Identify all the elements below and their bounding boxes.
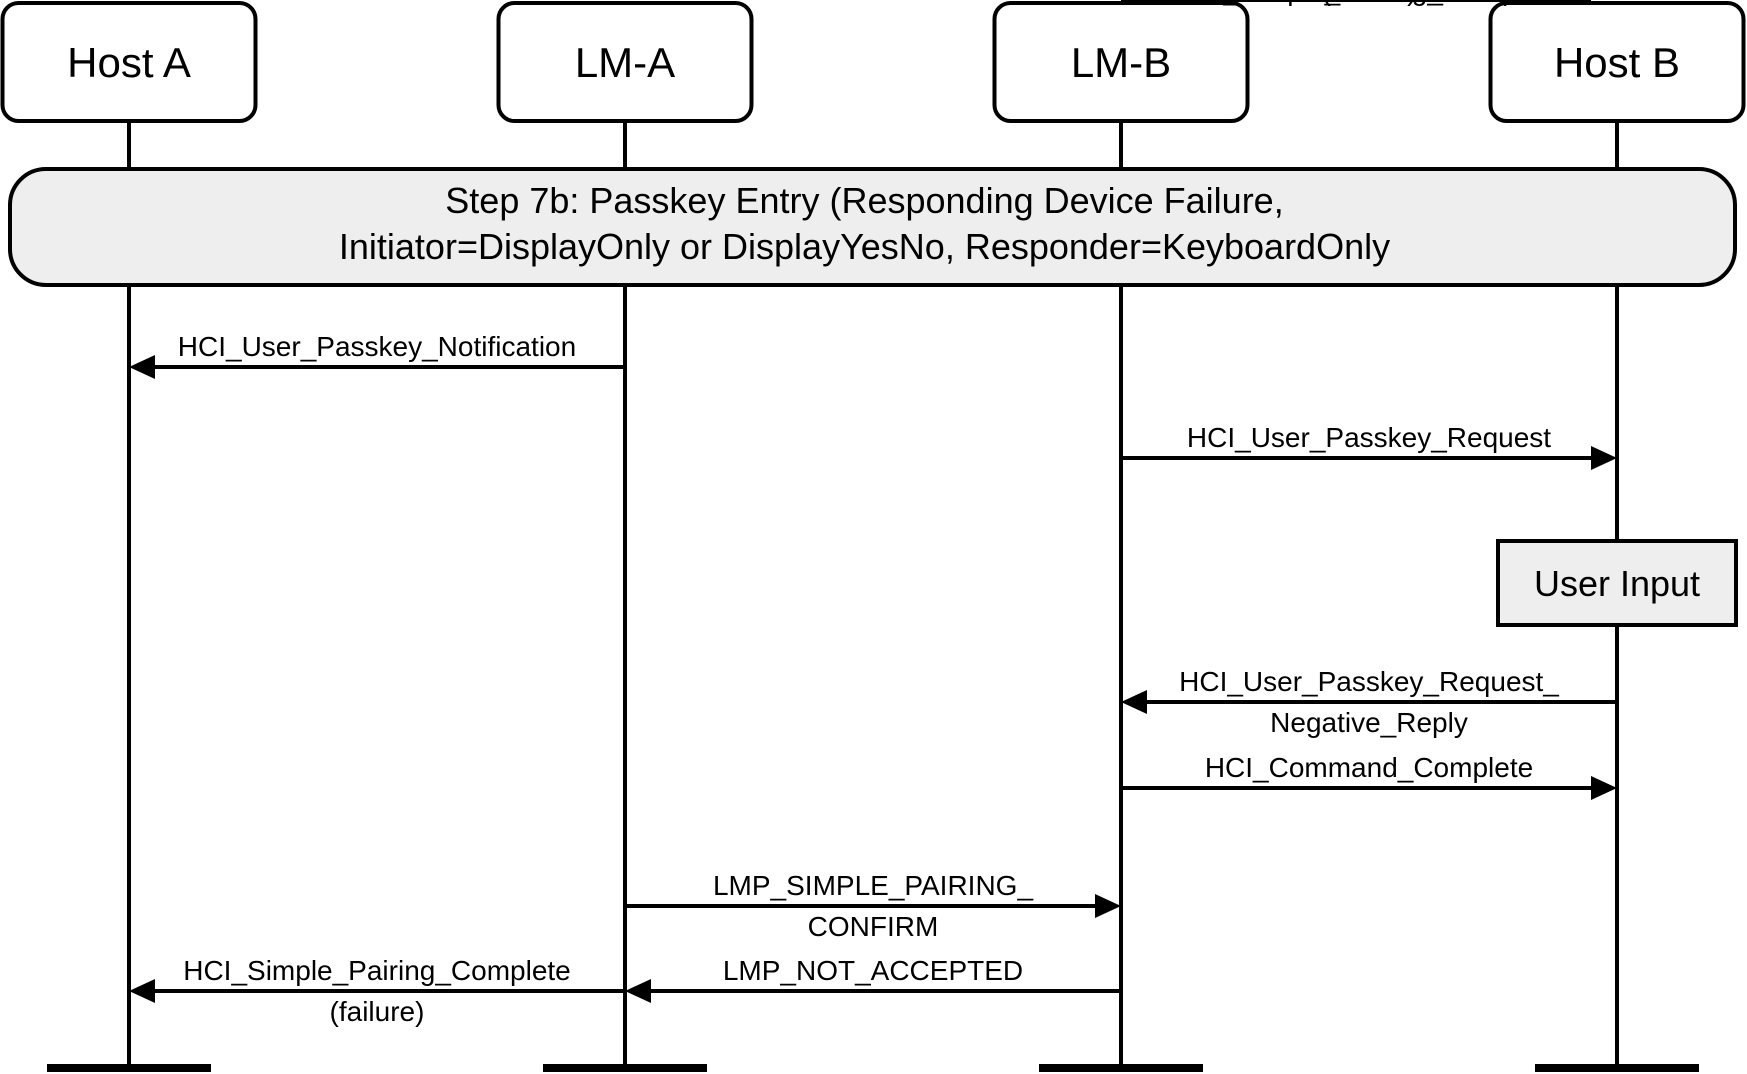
arrowhead-icon bbox=[1591, 446, 1617, 470]
message-9-hci-simple-pairing-complete-failure: HCI_Simple_Pairing_Complete(failure) bbox=[1121, 0, 1591, 6]
message-2-hci-user-passkey-request: HCI_User_Passkey_Request bbox=[1121, 422, 1617, 470]
actor-lm-b: LM-B bbox=[992, 1, 1250, 123]
message-6-lmp-simple-pairing-confirm: LMP_SIMPLE_PAIRING_ CONFIRM bbox=[625, 870, 1121, 942]
actor-label-lm-a: LM-A bbox=[575, 39, 675, 86]
actor-box-host-a bbox=[0, 1, 258, 123]
step-box bbox=[8, 167, 1737, 287]
message-5-hci-command-complete: HCI_Command_Complete bbox=[1121, 752, 1617, 800]
message-label-line-2: Negative_Reply bbox=[1270, 707, 1468, 738]
note-user-input: User Input bbox=[1496, 539, 1738, 627]
message-label-line-1: HCI_User_Passkey_Request_ bbox=[1179, 666, 1559, 697]
note-label: User Input bbox=[1534, 563, 1700, 604]
arrowhead-icon bbox=[625, 979, 651, 1003]
message-label-line-1: HCI_Simple_Pairing_Complete bbox=[1175, 0, 1563, 6]
message-1-hci-user-passkey-notification: HCI_User_Passkey_Notification bbox=[129, 331, 625, 379]
arrowhead-icon bbox=[1121, 690, 1147, 714]
actors-layer: Host A LM-A LM-B Host B bbox=[0, 1, 1746, 123]
arrowhead-icon bbox=[129, 979, 155, 1003]
arrowhead-icon bbox=[1591, 776, 1617, 800]
step-label-line-1: Step 7b: Passkey Entry (Responding Devic… bbox=[445, 180, 1283, 221]
step-label-line-2: Initiator=DisplayOnly or DisplayYesNo, R… bbox=[339, 226, 1390, 267]
actor-box-lm-a bbox=[496, 1, 754, 123]
message-label-line-1: LMP_SIMPLE_PAIRING_ bbox=[713, 870, 1033, 901]
message-label-line-1: HCI_User_Passkey_Request bbox=[1187, 422, 1551, 453]
arrowhead-icon bbox=[129, 355, 155, 379]
actor-box-host-b bbox=[1488, 1, 1746, 123]
message-label-line-1: HCI_User_Passkey_Notification bbox=[178, 331, 576, 362]
message-7-lmp-not-accepted: LMP_NOT_ACCEPTED bbox=[625, 955, 1121, 1003]
actor-label-host-a: Host A bbox=[67, 39, 191, 86]
note-box bbox=[1496, 539, 1738, 627]
message-label-line-2: (failure) bbox=[1322, 0, 1417, 6]
step-banner: Step 7b: Passkey Entry (Responding Devic… bbox=[8, 167, 1737, 287]
message-4-hci-user-passkey-request-negative-reply: HCI_User_Passkey_Request_ Negative_Reply bbox=[1121, 666, 1617, 738]
actor-box-lm-b bbox=[992, 1, 1250, 123]
message-8-hci-simple-pairing-complete-failure: HCI_Simple_Pairing_Complete (failure) bbox=[129, 955, 625, 1027]
actor-label-host-b: Host B bbox=[1554, 39, 1680, 86]
actor-lm-a: LM-A bbox=[496, 1, 754, 123]
messages-layer: HCI_User_Passkey_NotificationHCI_User_Pa… bbox=[129, 0, 1738, 1027]
actor-host-a: Host A bbox=[0, 1, 258, 123]
message-label-line-2: CONFIRM bbox=[808, 911, 939, 942]
message-label-line-1: LMP_NOT_ACCEPTED bbox=[723, 955, 1023, 986]
message-label-line-1: HCI_Simple_Pairing_Complete bbox=[183, 955, 571, 986]
message-label-line-1: HCI_Command_Complete bbox=[1205, 752, 1533, 783]
arrowhead-icon bbox=[1095, 894, 1121, 918]
actor-host-b: Host B bbox=[1488, 1, 1746, 123]
actor-label-lm-b: LM-B bbox=[1071, 39, 1171, 86]
message-label-line-2: (failure) bbox=[330, 996, 425, 1027]
